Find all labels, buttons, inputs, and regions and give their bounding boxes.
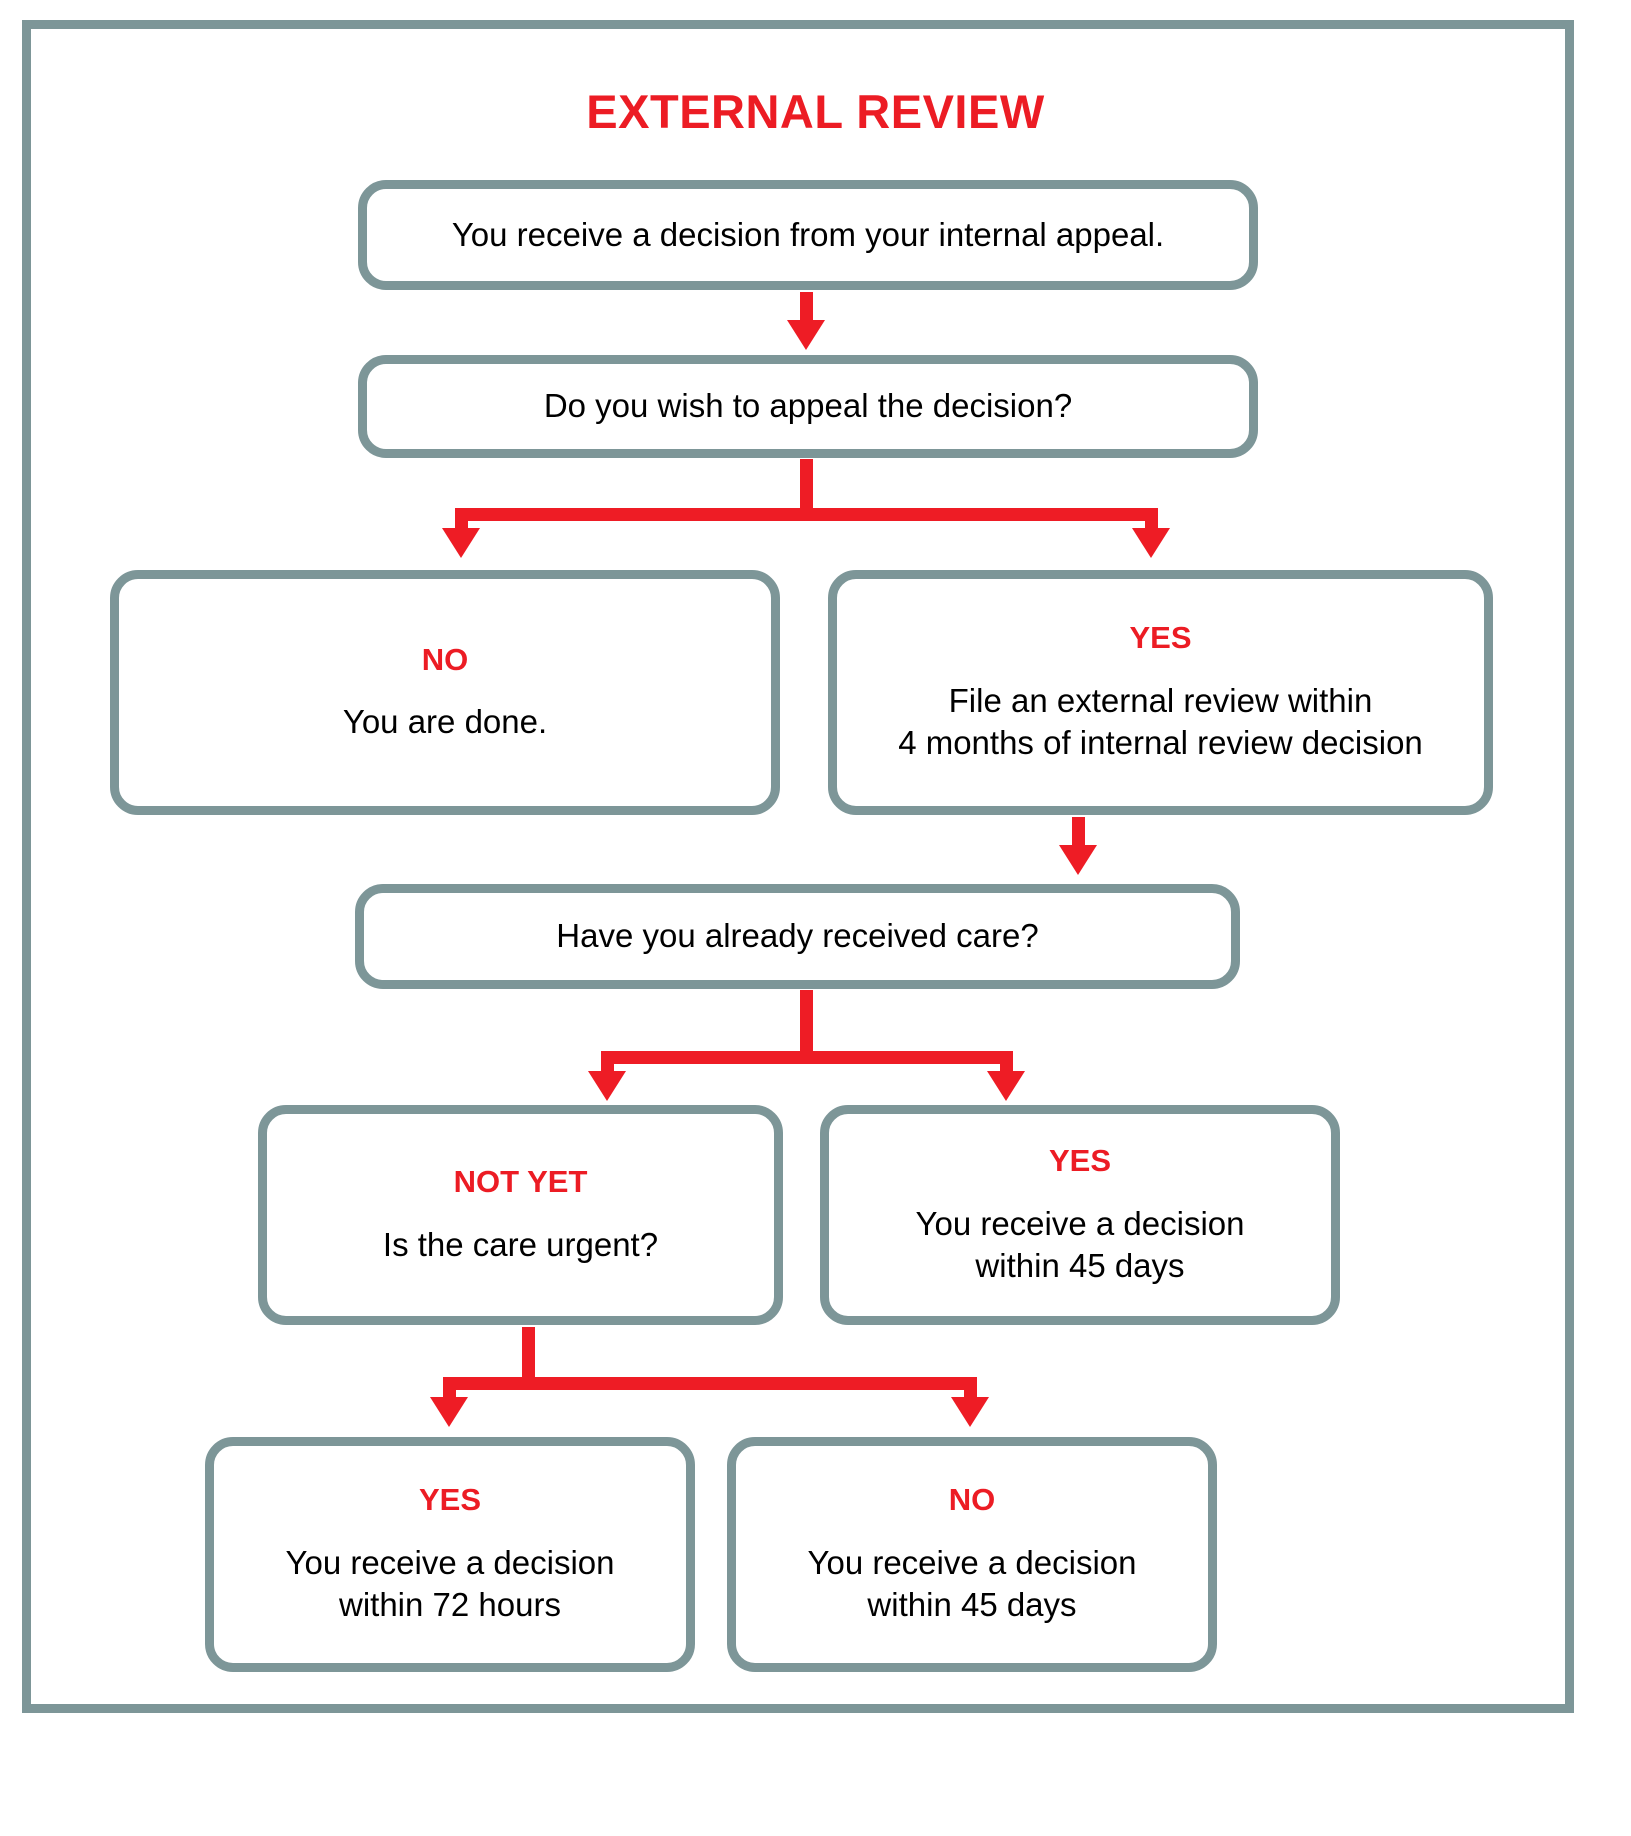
branch1-right-arrowhead	[1132, 528, 1170, 558]
node-question-appeal-text: Do you wish to appeal the decision?	[543, 387, 1073, 425]
node-start-text: You receive a decision from your interna…	[451, 215, 1165, 253]
node-care-yes: YES You receive a decision within 45 day…	[820, 1105, 1340, 1325]
branch3-right-arrowhead	[951, 1397, 989, 1427]
branch1-stem	[800, 459, 813, 514]
branch3-stem	[522, 1327, 535, 1387]
branch2-bar	[601, 1051, 1013, 1064]
branch1-left-drop	[455, 508, 468, 533]
connector-yes-to-care-stem	[1072, 817, 1085, 850]
node-urgent-no: NO You receive a decision within 45 days	[727, 1437, 1217, 1672]
branch1-bar	[455, 508, 1158, 521]
connector-yes-to-care-arrowhead	[1059, 845, 1097, 875]
node-care-not-yet-tag: NOT YET	[453, 1164, 588, 1200]
branch2-right-drop	[1000, 1051, 1013, 1076]
node-appeal-yes-text: File an external review within 4 months …	[898, 682, 1423, 762]
branch3-right-drop	[964, 1377, 977, 1402]
node-urgent-yes-text: You receive a decision within 72 hours	[285, 1544, 615, 1624]
node-appeal-yes-tag: YES	[1129, 620, 1192, 656]
branch2-left-arrowhead	[588, 1071, 626, 1101]
connector-start-to-appeal-arrowhead	[787, 320, 825, 350]
branch1-right-drop	[1145, 508, 1158, 533]
page-title: EXTERNAL REVIEW	[586, 85, 1045, 138]
node-start: You receive a decision from your interna…	[358, 180, 1258, 290]
node-appeal-no: NO You are done.	[110, 570, 780, 815]
branch3-left-arrowhead	[430, 1397, 468, 1427]
node-care-not-yet-text: Is the care urgent?	[382, 1225, 659, 1263]
node-question-received-care-text: Have you already received care?	[556, 917, 1039, 955]
branch2-stem	[800, 990, 813, 1060]
node-care-not-yet: NOT YET Is the care urgent?	[258, 1105, 783, 1325]
branch2-left-drop	[601, 1051, 614, 1076]
node-care-yes-tag: YES	[1048, 1142, 1112, 1178]
branch2-right-arrowhead	[987, 1071, 1025, 1101]
node-appeal-no-text: You are done.	[342, 703, 548, 741]
page-frame-border	[22, 20, 1574, 1713]
node-urgent-no-text: You receive a decision within 45 days	[807, 1544, 1137, 1624]
node-appeal-no-tag: NO	[421, 641, 469, 677]
node-urgent-yes-tag: YES	[418, 1482, 482, 1518]
node-urgent-yes: YES You receive a decision within 72 hou…	[205, 1437, 695, 1672]
node-question-appeal: Do you wish to appeal the decision?	[358, 355, 1258, 458]
connector-start-to-appeal-stem	[800, 292, 813, 324]
node-appeal-yes: YES File an external review within 4 mon…	[828, 570, 1493, 815]
branch3-bar	[443, 1377, 977, 1390]
branch3-left-drop	[443, 1377, 456, 1402]
node-urgent-no-tag: NO	[948, 1482, 996, 1518]
node-question-received-care: Have you already received care?	[355, 884, 1240, 989]
branch1-left-arrowhead	[442, 528, 480, 558]
node-care-yes-text: You receive a decision within 45 days	[915, 1204, 1245, 1284]
